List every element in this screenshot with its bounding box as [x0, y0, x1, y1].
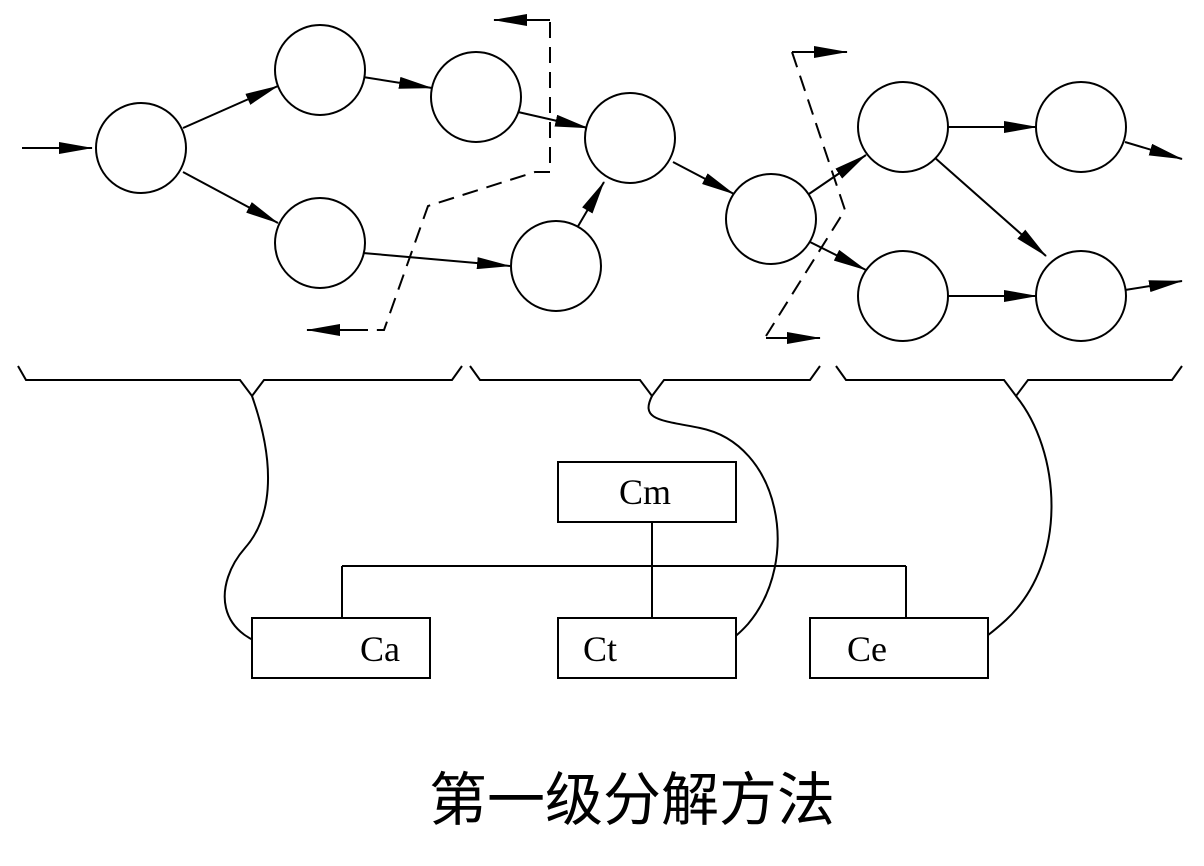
brace-left [17, 365, 463, 398]
box-ca: Ca [251, 617, 431, 679]
edge-n7-n8 [805, 154, 867, 197]
diagram-caption: 第一级分解方法 [429, 766, 835, 834]
graph-edges [22, 76, 1183, 302]
graph-node [725, 173, 817, 265]
tree-lines [341, 522, 907, 618]
box-ce-frame [809, 617, 989, 679]
graph-node [857, 81, 949, 173]
link-curve-ce [957, 395, 1053, 653]
box-cm-frame [557, 461, 737, 523]
graph-node [857, 250, 949, 342]
box-ca-frame [251, 617, 431, 679]
edge-n6-n5 [576, 181, 605, 229]
graph-node [274, 24, 366, 116]
edge-n7-n9 [805, 239, 867, 271]
box-ct-frame [557, 617, 737, 679]
graph-node [510, 220, 602, 312]
box-ct: Ct [557, 617, 737, 679]
edge-n4-n5 [517, 111, 589, 129]
edge-n11-out [1124, 280, 1183, 293]
graph-node [95, 102, 187, 194]
link-curve-ca [223, 395, 289, 651]
edge-n5-n7 [672, 161, 735, 195]
edge-n1-n3 [182, 171, 279, 224]
edge-n1-n2 [182, 85, 279, 129]
box-ce: Ce [809, 617, 989, 679]
graph-node [584, 92, 676, 184]
group-braces [17, 365, 1183, 398]
cut-line-right [765, 51, 847, 337]
edge-n8-n11 [933, 156, 1047, 257]
box-ca-label: Ca [360, 629, 400, 669]
box-ce-label: Ce [847, 629, 887, 669]
partition-cuts [306, 13, 848, 344]
graph-nodes [95, 24, 1127, 342]
brace-right [835, 365, 1183, 398]
box-cm-label: Cm [619, 472, 671, 512]
graph-node [1035, 81, 1127, 173]
graph-node [1035, 250, 1127, 342]
box-cm: Cm [557, 461, 737, 523]
edge-n2-n4 [362, 76, 433, 89]
edge-n10-out [1124, 141, 1183, 160]
cut-line-left [366, 22, 551, 331]
graph-node [274, 197, 366, 289]
edge-n3-n6 [362, 252, 511, 270]
brace-middle [469, 365, 821, 398]
box-ct-label: Ct [583, 629, 617, 669]
graph-node [430, 51, 522, 143]
